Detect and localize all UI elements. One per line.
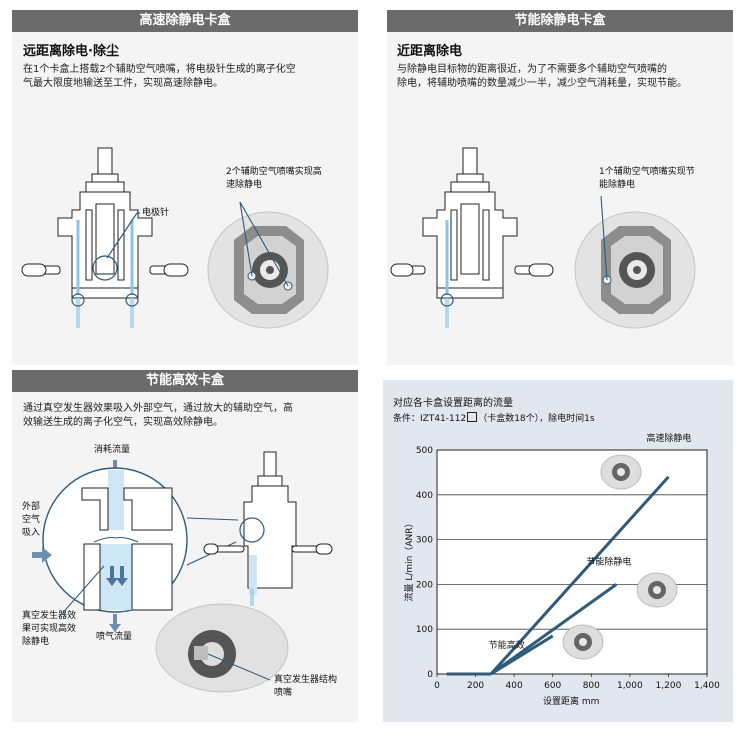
label-outside-air-1: 外部 [22,502,41,512]
label-vacuum-nozzle-1: 真空发生器结构 [274,675,338,685]
x-tick-label: 1,200 [656,681,682,691]
series-label-3: 节能高效 [489,639,525,651]
label-vacuum-nozzle-2: 喷嘴 [274,688,293,698]
x-tick-label: 0 [434,681,440,691]
panel-high-speed: 高速除静电卡盒 远距离除电·除尘 在1个卡盒上搭载2个辅助空气喷嘴，将电极针生成… [12,10,358,365]
label-one-nozzle-line1: 1个辅助空气喷嘴实现节 [599,167,695,177]
panel-subtitle: 远距离除电·除尘 [23,44,119,59]
panel-description-line1: 与除静电目标物的距离很近，为了不需要多个辅助空气喷嘴的 [397,64,667,75]
x-tick-label: 400 [506,681,523,691]
cartridge-cross-section-diagram [21,147,189,328]
vacuum-generator-magnified-diagram [32,451,333,693]
x-tick-label: 1,400 [694,681,720,691]
panel-title: 节能除静电卡盒 [387,10,733,32]
x-tick-label: 1,000 [617,681,643,691]
label-electrode-needle: 电极针 [142,208,170,218]
chart-subtitle-prefix: 条件：IZT41-112 [393,414,467,424]
x-tick-label: 800 [583,681,600,691]
label-spray-flow: 喷气流量 [96,632,133,642]
panel-description-line2: 除电，将辅助喷嘴的数量减少一半，减少空气消耗量，实现节能。 [397,78,687,89]
label-two-nozzles-line1: 2个辅助空气喷嘴实现高 [226,167,322,177]
chart-title: 对应各卡盒设置距离的流量 [393,398,513,409]
y-tick-label: 400 [416,491,433,501]
y-tick-label: 200 [416,580,433,590]
label-one-nozzle-line2: 能除静电 [599,180,636,190]
label-vacuum-2: 果可实现高效 [22,624,77,634]
x-tick-label: 600 [544,681,561,691]
panel-efficient: 节能高效卡盒 通过真空发生器效果吸入外部空气，通过放大的辅助空气，高 效输送生成… [12,370,358,722]
cartridge-photo-two-nozzles [207,201,329,329]
panel-description-line1: 通过真空发生器效果吸入外部空气，通过放大的辅助空气，高 [23,403,293,414]
chart-subtitle-suffix: （卡盒数18个），除电时间1s [478,414,595,424]
cartridge-cross-section-diagram [390,147,554,328]
series-line-3 [490,634,554,676]
label-two-nozzles-line2: 速除静电 [226,180,263,190]
panel-flow-chart: 对应各卡盒设置距离的流量 条件：IZT41-112 （卡盒数18个），除电时间1s… [383,380,733,722]
x-axis-label: 设置距离 mm [543,697,600,707]
chart-subtitle: 条件：IZT41-112 （卡盒数18个），除电时间1s [393,412,595,425]
series-label-1: 高速除静电 [646,432,691,444]
panel-energy-saving: 节能除静电卡盒 近距离除电 与除静电目标物的距离很近，为了不需要多个辅助空气喷嘴… [387,10,733,365]
label-outside-air-2: 空气 [22,515,41,525]
series-label-2: 节能除静电 [586,555,631,567]
label-vacuum-3: 除静电 [22,637,50,647]
panel-description-line1: 在1个卡盒上搭载2个辅助空气喷嘴，将电极针生成的离子化空 [23,64,296,75]
cartridge-thumbnail-center-3 [579,638,587,646]
x-tick-label: 200 [467,681,484,691]
label-outside-air-3: 吸入 [22,528,41,538]
series-line-2 [490,583,618,676]
panel-description-line2: 气最大限度地输送至工件，实现高速除静电。 [23,78,223,89]
y-tick-label: 500 [416,446,433,456]
cartridge-thumbnail-center-1 [617,468,625,476]
y-tick-label: 0 [427,670,433,680]
cartridge-photo-one-nozzle [574,195,696,329]
label-consumption-flow: 消耗流量 [94,445,131,455]
label-vacuum-1: 真空发生器效 [22,611,77,621]
panel-title: 高速除静电卡盒 [12,10,358,32]
panel-subtitle: 近距离除电 [397,44,463,59]
y-tick-label: 100 [416,625,433,635]
panel-description-line2: 效输送生成的离子化空气，实现高效除静电。 [23,417,223,428]
flow-line-chart: 0 100 200 300 400 500 0 200 400 600 800 1,000 1,200 1… [416,432,720,691]
cartridge-thumbnail-center-2 [653,586,661,594]
series-line-1 [489,475,670,676]
checkbox-placeholder-glyph [467,412,478,422]
y-tick-label: 300 [416,536,433,546]
panel-title: 节能高效卡盒 [12,370,358,392]
